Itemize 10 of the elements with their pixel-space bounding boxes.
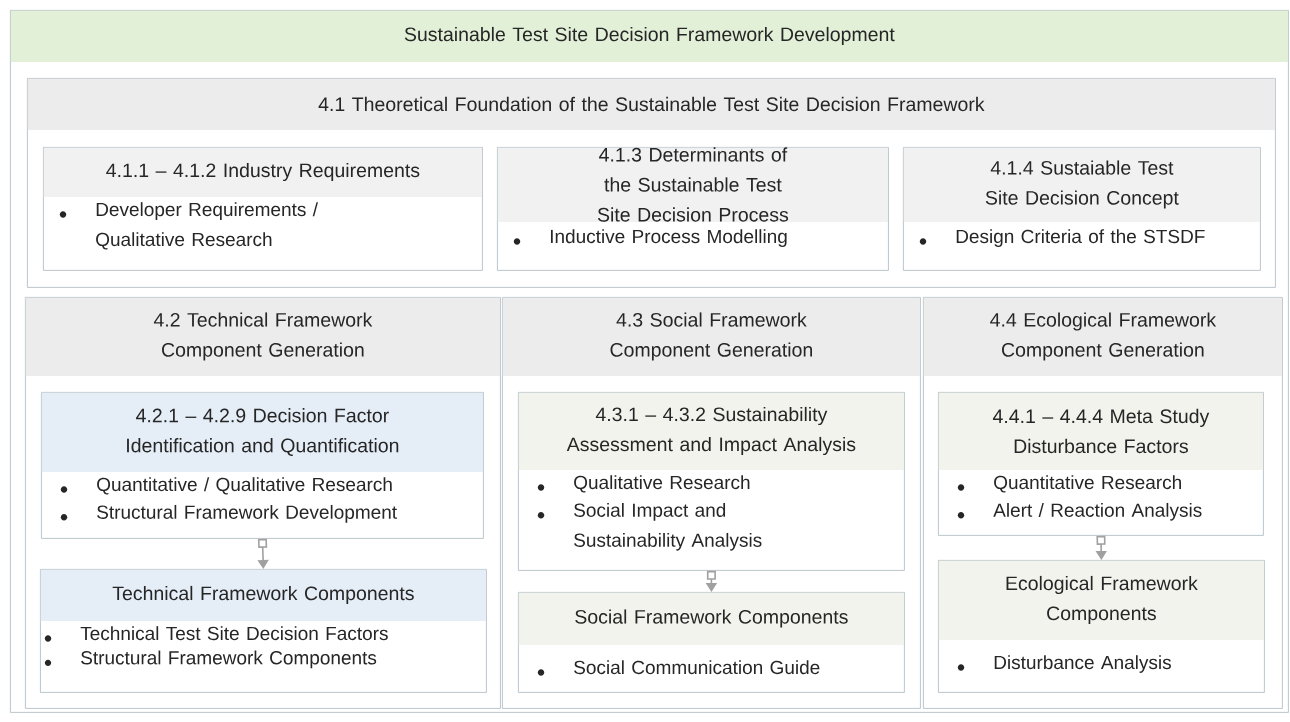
box: Social Framework Components Social Communication Guide [518,592,905,693]
box: Technical Framework Components Technical Test Site Decision Factors Structural Framework Components [40,569,487,693]
box: 4.4.1 – 4.4.4 Meta Study Disturbance Factors Quantitative Research Alert / Reaction Analysis [938,392,1264,536]
arrow [257,538,269,569]
box: 4.1.3 Determinants of the Sustainable Test Site Decision Process Inductive Process Modelling [497,147,889,271]
box: 4.3.1 – 4.3.2 Sustainability Assessment and Impact Analysis Qualitative Research Social Impact and Sustainability Analysis [518,392,905,571]
box: 4.1.1 – 4.1.2 Industry Requirements Developer Requirements / Qualitative Research [43,147,483,271]
box: 4.2.1 – 4.2.9 Decision Factor Identification and Quantification Quantitative / Qualitative Research Structural Framework Development [41,392,484,539]
box: 4.1.4 Sustaiable Test Site Decision Concept Design Criteria of the STSDF [903,147,1261,271]
box: Ecological Framework Components Disturbance Analysis [938,560,1265,693]
